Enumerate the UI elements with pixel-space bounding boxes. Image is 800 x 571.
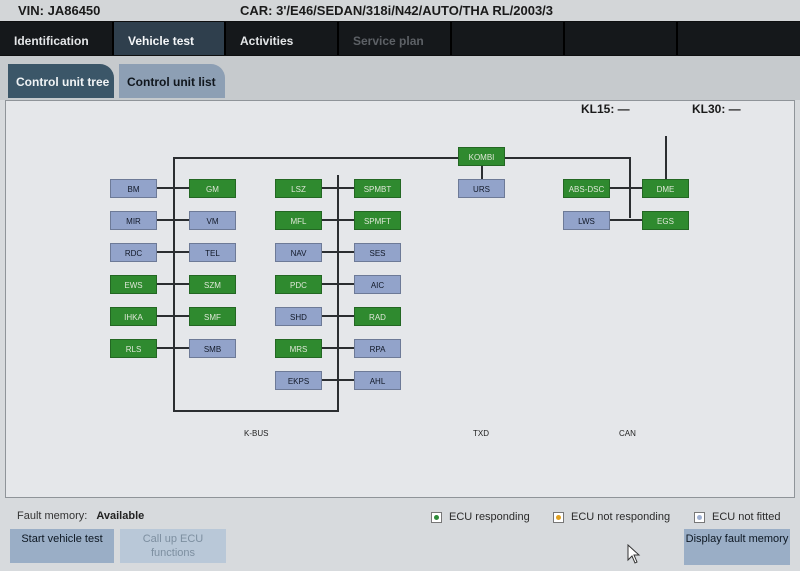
ecu-rdc[interactable]: RDC [110, 243, 157, 262]
sub-tab-bar: Control unit tree Control unit list [0, 56, 800, 100]
ecu-dme[interactable]: DME [642, 179, 689, 198]
connector [157, 283, 189, 285]
tab-vehicle-test[interactable]: Vehicle test [114, 22, 226, 55]
legend-not-fitted-label: ECU not fitted [712, 511, 781, 523]
ecu-spmft[interactable]: SPMFT [354, 211, 401, 230]
ecu-kombi[interactable]: KOMBI [458, 147, 505, 166]
ecu-aic[interactable]: AIC [354, 275, 401, 294]
ecu-gm[interactable]: GM [189, 179, 236, 198]
ecu-rls[interactable]: RLS [110, 339, 157, 358]
display-fault-memory-button[interactable]: Display fault memory [684, 529, 790, 565]
ecu-bm[interactable]: BM [110, 179, 157, 198]
ecu-spmbt[interactable]: SPMBT [354, 179, 401, 198]
ecu-nav[interactable]: NAV [275, 243, 322, 262]
connector [322, 219, 354, 221]
top-bus-line [173, 157, 631, 159]
header-bar: VIN: JA86450 CAR: 3'/E46/SEDAN/318i/N42/… [0, 0, 800, 21]
legend-responding: ECU responding [431, 511, 530, 523]
connector [322, 347, 354, 349]
tab-service-plan[interactable]: Service plan [339, 22, 452, 55]
call-up-ecu-functions-button[interactable]: Call up ECU functions [120, 529, 226, 563]
connector [322, 283, 354, 285]
legend-responding-label: ECU responding [449, 511, 530, 523]
ecu-smf[interactable]: SMF [189, 307, 236, 326]
connector [610, 187, 642, 189]
connector [157, 251, 189, 253]
ecu-mfl[interactable]: MFL [275, 211, 322, 230]
kbus-label: K-BUS [244, 429, 269, 438]
legend-not-responding: ECU not responding [553, 511, 670, 523]
ecu-rad[interactable]: RAD [354, 307, 401, 326]
fault-memory-status: Fault memory: Available [17, 510, 144, 522]
subtab-control-unit-list[interactable]: Control unit list [119, 64, 225, 98]
can-label: CAN [619, 429, 636, 438]
subtab-control-unit-tree[interactable]: Control unit tree [8, 64, 114, 98]
kombi-urs-line [481, 166, 483, 180]
connector [322, 251, 354, 253]
main-nav: Identification Vehicle test Activities S… [0, 21, 800, 56]
tab-empty-3[interactable] [678, 22, 800, 55]
tab-empty-1[interactable] [452, 22, 565, 55]
connector [157, 315, 189, 317]
not-fitted-indicator-icon [694, 511, 705, 523]
connector [157, 219, 189, 221]
dme-supply-line [665, 136, 667, 182]
ecu-mir[interactable]: MIR [110, 211, 157, 230]
control-unit-tree-panel: KL15: — KL30: — BM GM MIR VM RDC TEL EWS… [5, 100, 795, 498]
fault-memory-label: Fault memory: [17, 510, 88, 522]
txd-label: TXD [473, 429, 489, 438]
ecu-abs-dsc[interactable]: ABS-DSC [563, 179, 610, 198]
ecu-lsz[interactable]: LSZ [275, 179, 322, 198]
ecu-szm[interactable]: SZM [189, 275, 236, 294]
ecu-ses[interactable]: SES [354, 243, 401, 262]
responding-indicator-icon [431, 511, 442, 523]
tab-empty-2[interactable] [565, 22, 678, 55]
tab-activities[interactable]: Activities [226, 22, 339, 55]
ecu-pdc[interactable]: PDC [275, 275, 322, 294]
ecu-tel[interactable]: TEL [189, 243, 236, 262]
legend-not-responding-label: ECU not responding [571, 511, 671, 523]
ecu-shd[interactable]: SHD [275, 307, 322, 326]
ecu-urs[interactable]: URS [458, 179, 505, 198]
kl15-status: KL15: — [581, 102, 630, 116]
ecu-ews[interactable]: EWS [110, 275, 157, 294]
connector [322, 315, 354, 317]
ecu-egs[interactable]: EGS [642, 211, 689, 230]
legend-not-fitted: ECU not fitted [694, 511, 780, 523]
car-label: CAR: 3'/E46/SEDAN/318i/N42/AUTO/THA RL/2… [240, 3, 554, 18]
connector [610, 219, 642, 221]
kl30-status: KL30: — [692, 102, 741, 116]
not-responding-indicator-icon [553, 511, 564, 523]
mouse-cursor-icon [627, 544, 641, 564]
connector [157, 187, 189, 189]
ecu-ekps[interactable]: EKPS [275, 371, 322, 390]
ecu-smb[interactable]: SMB [189, 339, 236, 358]
ecu-ihka[interactable]: IHKA [110, 307, 157, 326]
tab-identification[interactable]: Identification [0, 22, 114, 55]
ecu-lws[interactable]: LWS [563, 211, 610, 230]
connector [322, 379, 354, 381]
start-vehicle-test-button[interactable]: Start vehicle test [10, 529, 114, 563]
ecu-mrs[interactable]: MRS [275, 339, 322, 358]
connector [157, 347, 189, 349]
fault-memory-value: Available [96, 510, 145, 522]
kbus-bottom-line [173, 410, 339, 412]
ecu-vm[interactable]: VM [189, 211, 236, 230]
vin-label: VIN: JA86450 [18, 3, 101, 18]
ecu-ahl[interactable]: AHL [354, 371, 401, 390]
connector [322, 187, 354, 189]
kbus-right-line [337, 175, 339, 412]
ecu-rpa[interactable]: RPA [354, 339, 401, 358]
